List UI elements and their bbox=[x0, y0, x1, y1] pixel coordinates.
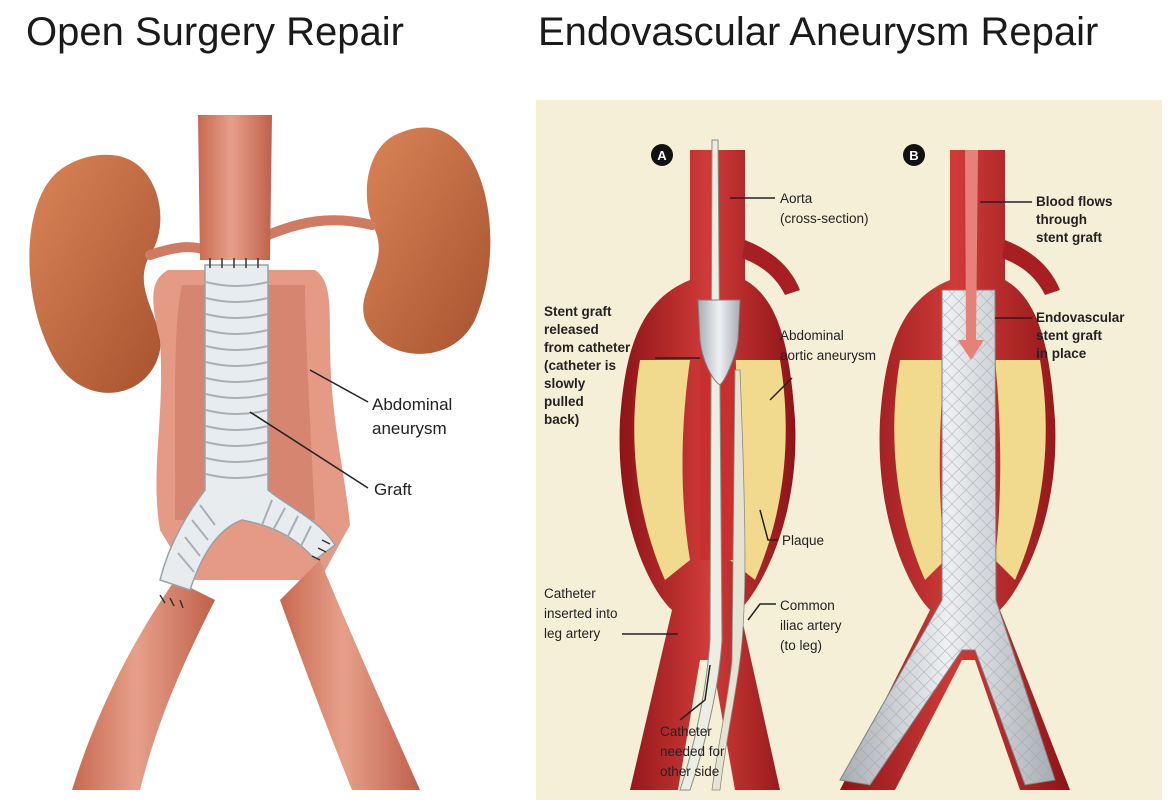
label-aorta: Aorta bbox=[780, 191, 813, 206]
label-stent-release-6: pulled bbox=[544, 394, 584, 409]
label-aneurysm: aneurysm bbox=[372, 419, 447, 438]
label-stent-release-7: back) bbox=[544, 412, 579, 427]
label-iliac-1: Common bbox=[780, 598, 835, 613]
label-stent-in-place-3: in place bbox=[1036, 346, 1087, 361]
label-blood-flow-3: stent graft bbox=[1036, 230, 1103, 245]
right-iliac-artery bbox=[280, 560, 420, 790]
label-cross-section: (cross-section) bbox=[780, 211, 869, 226]
badge-a: A bbox=[651, 144, 673, 166]
open-surgery-illustration: Abdominal aneurysm Graft bbox=[29, 115, 490, 790]
badge-a-text: A bbox=[657, 148, 667, 163]
label-stent-release-1: Stent graft bbox=[544, 304, 612, 319]
label-catheter-needed-2: needed for bbox=[660, 744, 725, 759]
label-abdominal: Abdominal bbox=[372, 395, 452, 414]
label-stent-release-5: slowly bbox=[544, 376, 586, 391]
label-blood-flow-2: through bbox=[1036, 212, 1087, 227]
left-iliac-artery bbox=[72, 580, 215, 790]
label-plaque: Plaque bbox=[782, 533, 824, 548]
label-stent-release-2: released bbox=[544, 322, 599, 337]
right-renal-artery bbox=[268, 220, 372, 235]
right-kidney bbox=[363, 128, 490, 354]
label-catheter-inserted-2: inserted into bbox=[544, 606, 618, 621]
badge-b: B bbox=[903, 144, 925, 166]
badge-b-text: B bbox=[909, 148, 918, 163]
label-stent-release-4: (catheter is bbox=[544, 358, 616, 373]
label-stent-release-3: from catheter bbox=[544, 340, 631, 355]
label-abdominal-aortic: Abdominal bbox=[780, 328, 844, 343]
label-stent-in-place-1: Endovascular bbox=[1036, 310, 1125, 325]
label-catheter-needed-1: Catheter bbox=[660, 724, 712, 739]
label-aortic-aneurysm: aortic aneurysm bbox=[780, 348, 876, 363]
label-stent-in-place-2: stent graft bbox=[1036, 328, 1103, 343]
label-iliac-2: iliac artery bbox=[780, 618, 842, 633]
label-blood-flow-1: Blood flows bbox=[1036, 194, 1113, 209]
label-catheter-needed-3: other side bbox=[660, 764, 719, 779]
left-kidney bbox=[29, 155, 160, 393]
upper-aorta bbox=[198, 115, 272, 260]
label-catheter-inserted-3: leg artery bbox=[544, 626, 601, 641]
label-graft: Graft bbox=[374, 480, 412, 499]
label-catheter-inserted-1: Catheter bbox=[544, 586, 596, 601]
label-iliac-3: (to leg) bbox=[780, 638, 822, 653]
